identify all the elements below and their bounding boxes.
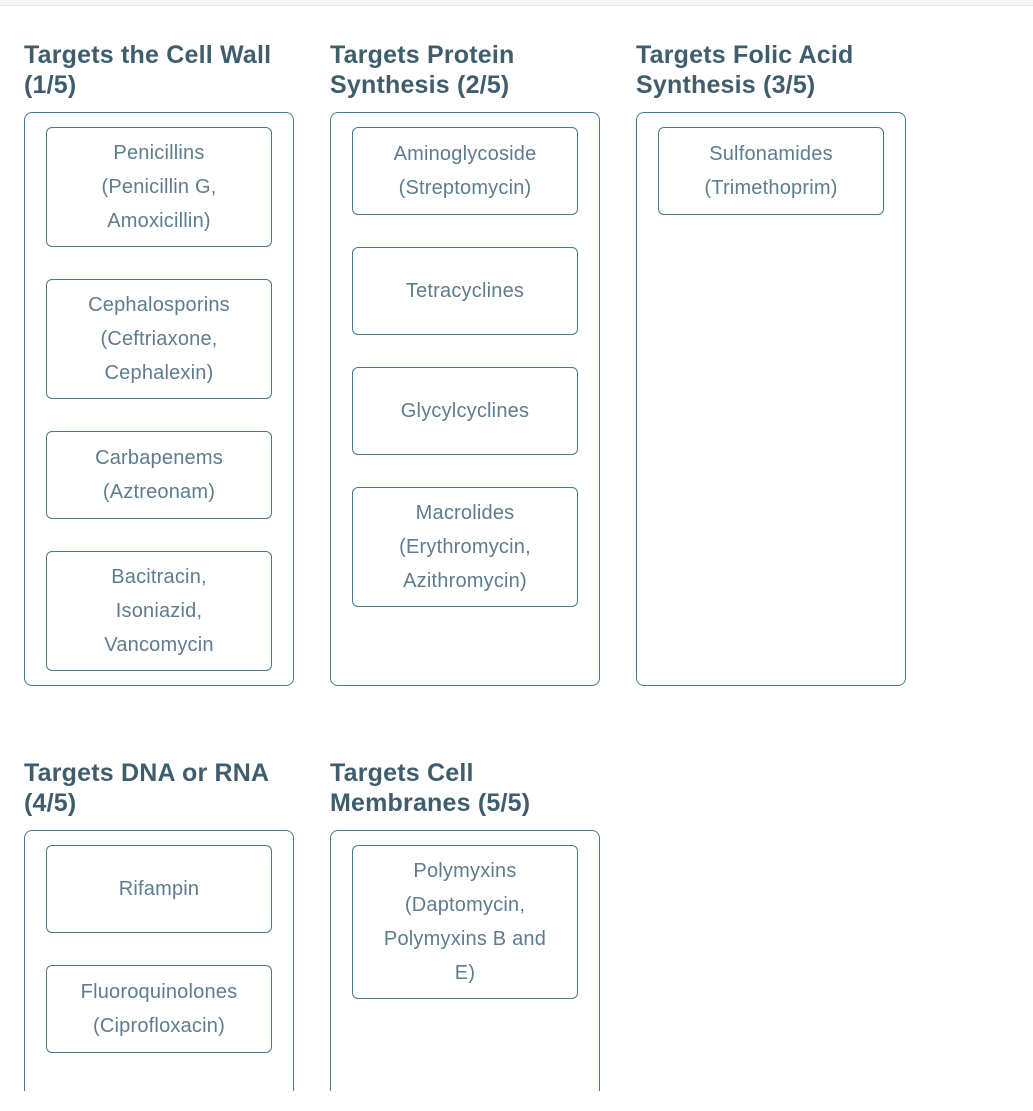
drag-card-polymyxins[interactable]: Polymyxins (Daptomycin, Polymyxins B and… bbox=[352, 845, 578, 999]
category-dropzone[interactable]: Penicillins (Penicillin G, Amoxicillin) … bbox=[24, 112, 294, 686]
drag-card-penicillins[interactable]: Penicillins (Penicillin G, Amoxicillin) bbox=[46, 127, 272, 247]
drag-card-rifampin[interactable]: Rifampin bbox=[46, 845, 272, 933]
drag-card-tetracyclines[interactable]: Tetracyclines bbox=[352, 247, 578, 335]
category-folic-acid: Targets Folic Acid Synthesis (3/5) Sulfo… bbox=[636, 40, 906, 686]
top-divider-strip bbox=[0, 0, 1033, 6]
category-dropzone[interactable]: Polymyxins (Daptomycin, Polymyxins B and… bbox=[330, 830, 600, 1091]
drag-card-glycylcyclines[interactable]: Glycylcyclines bbox=[352, 367, 578, 455]
category-dna-rna: Targets DNA or RNA (4/5) Rifampin Fluoro… bbox=[24, 758, 294, 1091]
drag-card-aminoglycoside[interactable]: Aminoglycoside (Streptomycin) bbox=[352, 127, 578, 215]
drag-card-fluoroquinolones[interactable]: Fluoroquinolones (Ciprofloxacin) bbox=[46, 965, 272, 1053]
category-title: Targets Cell Membranes (5/5) bbox=[330, 759, 531, 817]
category-row-1: Targets the Cell Wall (1/5) Penicillins … bbox=[24, 40, 1033, 686]
category-title: Targets DNA or RNA (4/5) bbox=[24, 759, 270, 817]
category-cell-wall: Targets the Cell Wall (1/5) Penicillins … bbox=[24, 40, 294, 686]
sorting-activity-content: Targets the Cell Wall (1/5) Penicillins … bbox=[0, 6, 1033, 1091]
category-title: Targets Protein Synthesis (2/5) bbox=[330, 41, 515, 99]
drag-card-carbapenems[interactable]: Carbapenems (Aztreonam) bbox=[46, 431, 272, 519]
drag-card-cephalosporins[interactable]: Cephalosporins (Ceftriaxone, Cephalexin) bbox=[46, 279, 272, 399]
drag-card-macrolides[interactable]: Macrolides (Erythromycin, Azithromycin) bbox=[352, 487, 578, 607]
drag-card-sulfonamides[interactable]: Sulfonamides (Trimethoprim) bbox=[658, 127, 884, 215]
drag-card-bacitracin[interactable]: Bacitracin, Isoniazid, Vancomycin bbox=[46, 551, 272, 671]
category-dropzone[interactable]: Sulfonamides (Trimethoprim) bbox=[636, 112, 906, 686]
category-dropzone[interactable]: Aminoglycoside (Streptomycin) Tetracycli… bbox=[330, 112, 600, 686]
category-protein-synthesis: Targets Protein Synthesis (2/5) Aminogly… bbox=[330, 40, 600, 686]
category-dropzone[interactable]: Rifampin Fluoroquinolones (Ciprofloxacin… bbox=[24, 830, 294, 1091]
category-cell-membranes: Targets Cell Membranes (5/5) Polymyxins … bbox=[330, 758, 600, 1091]
category-title: Targets the Cell Wall (1/5) bbox=[24, 41, 272, 99]
category-row-2: Targets DNA or RNA (4/5) Rifampin Fluoro… bbox=[24, 758, 1033, 1091]
category-title: Targets Folic Acid Synthesis (3/5) bbox=[636, 41, 854, 99]
